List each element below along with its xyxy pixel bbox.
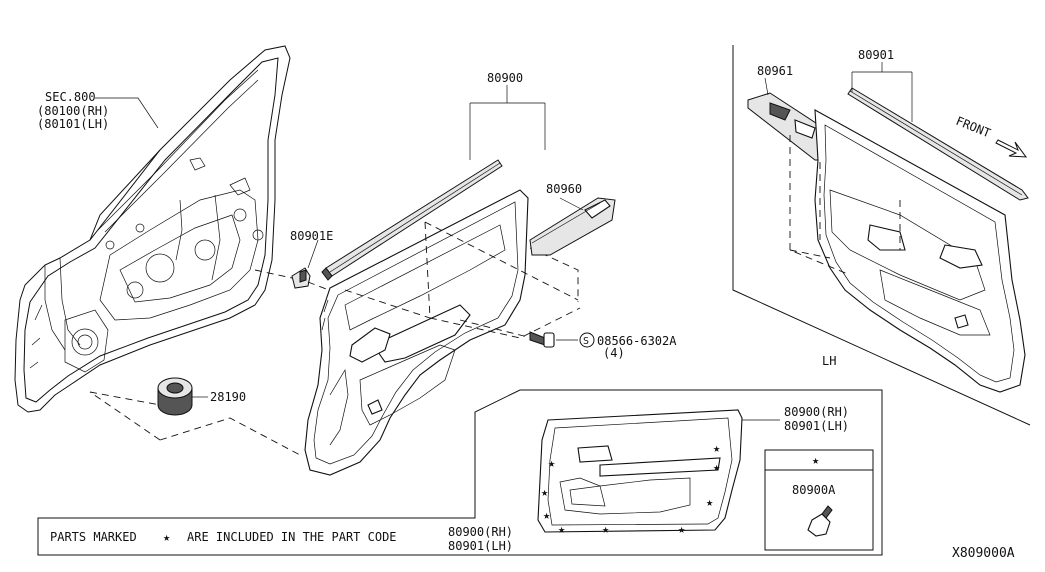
label-screw: 08566-6302A (597, 334, 677, 348)
star-icon: ★ (548, 456, 555, 470)
star-icon: ★ (812, 453, 819, 467)
svg-text:S: S (583, 336, 589, 347)
part-80900-strip[interactable] (321, 159, 503, 281)
door-trim-panel[interactable] (304, 189, 529, 476)
note-lh: 80901(LH) (448, 539, 513, 553)
dashed-lh (789, 135, 901, 276)
lh-door-trim-panel[interactable] (814, 109, 1026, 393)
part-80901e[interactable] (291, 267, 311, 289)
part-80900a-clip[interactable] (807, 505, 833, 537)
star-icon: ★ (163, 530, 170, 544)
star-icon: ★ (713, 460, 720, 474)
label-trim-rh: 80900(RH) (784, 405, 849, 419)
part-80901-strip[interactable] (847, 87, 1029, 201)
label-80101: (80101(LH) (37, 117, 109, 131)
leader-80960 (559, 197, 584, 211)
leader-sec800 (95, 97, 159, 129)
front-arrow-icon (995, 139, 1028, 158)
dashed-28190 (89, 391, 301, 456)
screw-symbol: S (579, 332, 595, 348)
star-icon: ★ (602, 522, 609, 536)
part-80960[interactable] (529, 197, 616, 256)
note-rh: 80900(RH) (448, 525, 513, 539)
part-28190[interactable] (157, 377, 193, 416)
dashed-panel (344, 221, 581, 341)
label-screw-qty: (4) (603, 346, 625, 360)
clip-legend-box: ★ 80900A (764, 449, 874, 551)
label-80900a: 80900A (792, 483, 836, 497)
star-icon: ★ (558, 522, 565, 536)
label-80961: 80961 (757, 64, 793, 78)
star-icon: ★ (541, 485, 548, 499)
star-markers: ★ ★ ★ ★ ★ ★ ★ ★ ★ (541, 441, 720, 536)
label-80901e: 80901E (290, 229, 333, 243)
note-suffix: ARE INCLUDED IN THE PART CODE (187, 530, 397, 544)
label-lh: LH (822, 354, 836, 368)
trim-panel-stars[interactable] (537, 409, 743, 533)
star-icon: ★ (713, 441, 720, 455)
bracket-80900 (469, 85, 546, 160)
label-80901-top: 80901 (858, 48, 894, 62)
label-80900: 80900 (487, 71, 523, 85)
star-icon: ★ (543, 508, 550, 522)
leader-80961 (764, 77, 769, 96)
door-shell[interactable] (14, 45, 291, 413)
label-sec800: SEC.800 (45, 90, 96, 104)
label-80100: (80100(RH) (37, 104, 109, 118)
label-80960: 80960 (546, 182, 582, 196)
star-icon: ★ (678, 522, 685, 536)
label-28190: 28190 (210, 390, 246, 404)
leader-80901e (307, 239, 319, 269)
label-front: FRONT (954, 114, 993, 141)
note-frame (37, 389, 883, 556)
lh-inset-border (732, 45, 1031, 426)
part-screw[interactable] (529, 331, 555, 348)
note-prefix: PARTS MARKED (50, 530, 137, 544)
diagram-code: X809000A (952, 546, 1015, 561)
label-trim-lh: 80901(LH) (784, 419, 849, 433)
star-icon: ★ (706, 495, 713, 509)
bracket-80901 (851, 62, 913, 122)
